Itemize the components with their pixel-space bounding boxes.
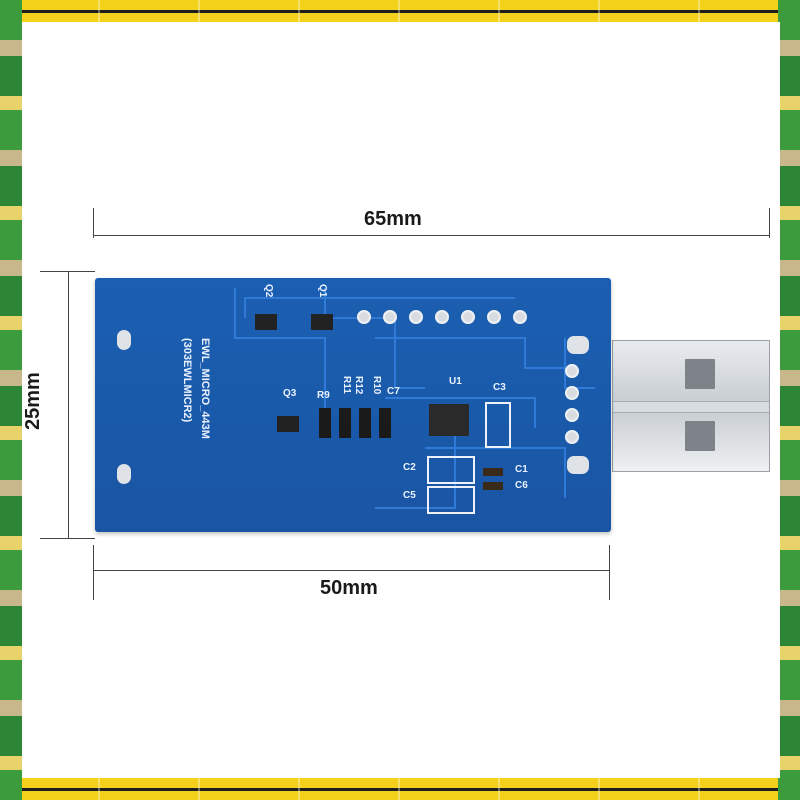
label-r9: R9 (317, 390, 330, 401)
dim-width-tick-top (40, 271, 95, 272)
dim-total-tick-left (93, 208, 94, 238)
usb-pin (565, 430, 579, 444)
usb-connector (612, 340, 770, 472)
frame-right-border (778, 0, 800, 800)
dim-width-label: 25mm (22, 372, 44, 430)
resistor-r9 (319, 408, 331, 438)
usb-pad (567, 456, 589, 474)
label-q1: Q1 (317, 284, 328, 298)
header-pin (513, 310, 527, 324)
label-c3: C3 (493, 382, 506, 393)
label-u1: U1 (449, 376, 462, 387)
usb-window-bottom (685, 421, 715, 451)
dim-total-line (93, 235, 770, 236)
regulator-u1 (429, 404, 469, 436)
header-pin (487, 310, 501, 324)
usb-pin (565, 408, 579, 422)
dim-total-tick-right (769, 208, 770, 238)
dim-board-line (93, 570, 610, 571)
dim-board-tick-left (93, 545, 94, 600)
capacitor-c3-outline (485, 402, 511, 448)
dim-width-line (68, 271, 69, 539)
transistor-q1 (311, 314, 333, 330)
header-pin (461, 310, 475, 324)
frame-bottom-border (0, 778, 800, 800)
mounting-pad (117, 464, 131, 484)
label-c2: C2 (403, 462, 416, 473)
capacitor-c5-outline (427, 486, 475, 514)
label-c5: C5 (403, 490, 416, 501)
usb-window-top (685, 359, 715, 389)
frame-top-border (0, 0, 800, 22)
board-model-name: EWL_MICRO_443M (199, 338, 211, 439)
frame-left-border (0, 0, 22, 800)
dim-board-label: 50mm (320, 577, 378, 599)
header-pin (409, 310, 423, 324)
label-q3: Q3 (283, 388, 297, 399)
capacitor-c6 (483, 482, 503, 490)
pcb-traces (234, 288, 595, 509)
capacitor-c2-outline (427, 456, 475, 484)
mounting-pad (117, 330, 131, 350)
header-pin (383, 310, 397, 324)
label-r10: R10 (371, 376, 382, 395)
label-c1: C1 (515, 464, 528, 475)
usb-pin (565, 364, 579, 378)
pcb-board: Q2 Q1 Q3 R9 R11 R12 R10 C7 EWL_MICRO_443… (95, 278, 611, 532)
resistor-r10 (359, 408, 371, 438)
label-c7: C7 (387, 386, 400, 397)
transistor-q2 (255, 314, 277, 330)
transistor-q3 (277, 416, 299, 432)
dim-width-tick-bottom (40, 538, 95, 539)
label-q2: Q2 (263, 284, 274, 298)
label-r12: R12 (353, 376, 364, 395)
header-pin (357, 310, 371, 324)
usb-seam (613, 401, 769, 413)
resistor-r11 (339, 408, 351, 438)
capacitor-c7 (379, 408, 391, 438)
label-c6: C6 (515, 480, 528, 491)
usb-pad (567, 336, 589, 354)
usb-pin (565, 386, 579, 400)
label-r11: R11 (341, 376, 352, 394)
header-pin (435, 310, 449, 324)
board-model-code: (303EWLMICR2) (181, 338, 193, 423)
dim-total-label: 65mm (364, 208, 422, 230)
capacitor-c1 (483, 468, 503, 476)
dim-board-tick-right (609, 545, 610, 600)
